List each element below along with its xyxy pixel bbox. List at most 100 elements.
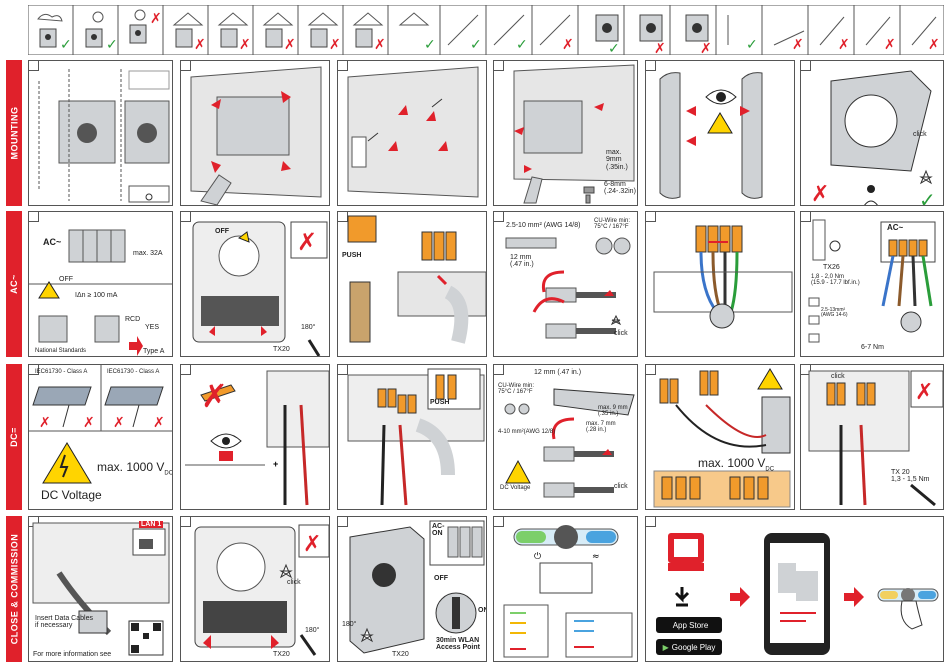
push-label: PUSH xyxy=(342,252,362,259)
dc-push-label: PUSH xyxy=(430,399,450,406)
screw-depth-label: max. 9mm (.35in.) xyxy=(606,149,628,171)
svg-text:✗: ✗ xyxy=(374,37,386,53)
dc-max9-label: max. 9 mm (.35 in.) xyxy=(598,405,628,418)
dc-step-6: ✗ TX 20 1,3 - 1,5 Nm click xyxy=(800,364,944,510)
ac-step-5 xyxy=(645,211,795,357)
svg-text:✓: ✓ xyxy=(470,37,482,53)
torque-label-2: 6-7 Nm xyxy=(861,344,884,351)
click-label-5: click xyxy=(287,579,301,586)
dc-tx20-label: TX 20 1,3 - 1,5 Nm xyxy=(891,469,930,484)
dc-step-5: max. 1000 VDC xyxy=(645,364,795,510)
ac-strip-label: 12 mm (.47 in.) xyxy=(510,254,534,269)
rotate-180-label: 180° xyxy=(301,324,316,331)
click-label-4: click xyxy=(831,373,845,380)
ac-label-2: AC~ xyxy=(887,223,904,232)
section-close-label: CLOSE & COMMISSION xyxy=(6,516,22,662)
close-step-3: AC- ON OFF ON 30min WLAN Access Point TX… xyxy=(337,516,487,662)
torque-label-1: 1,8 - 2,0 Nm (15.9 - 17.7 lbf.in.) xyxy=(811,274,860,287)
screw-diameter-label: 6-8mm (.24-.32in) xyxy=(604,181,636,196)
off-label: OFF xyxy=(59,276,73,283)
section-dc-label: DC= xyxy=(6,364,22,510)
close-step-5: App Store ▶Google Play xyxy=(645,516,944,662)
click-label: click xyxy=(913,131,927,138)
mount-step-6: ✗ ✓ click xyxy=(800,60,944,206)
small-wire-label: 2.5-13mm² (AWG 14-6) xyxy=(821,307,848,319)
type-a-label: Type A xyxy=(143,348,165,355)
dc-max-voltage-label: max. 1000 VDC xyxy=(97,460,173,477)
svg-text:✗: ✗ xyxy=(194,37,206,53)
dc-max-voltage-label-2: max. 1000 VDC xyxy=(698,456,775,473)
svg-text:✓: ✓ xyxy=(60,37,72,53)
ac-step-2: ✗ OFF TX20 180° xyxy=(180,211,330,357)
svg-text:✗: ✗ xyxy=(297,228,317,256)
svg-text:✗: ✗ xyxy=(915,380,933,405)
app-store-badge[interactable]: App Store xyxy=(656,617,722,633)
svg-text:✗: ✗ xyxy=(113,415,125,431)
mount-step-1 xyxy=(28,60,173,206)
dc-voltage-label: DC Voltage xyxy=(41,488,102,502)
close-step-1: LAN 1 Insert Data Cables if necessary Fo… xyxy=(28,516,173,662)
lan-label: LAN 1 xyxy=(139,521,164,529)
svg-text:✗: ✗ xyxy=(928,37,940,53)
ac-step-6: AC~ TX26 1,8 - 2,0 Nm (15.9 - 17.7 lbf.i… xyxy=(800,211,944,357)
svg-text:✓: ✓ xyxy=(516,37,528,53)
svg-text:✗: ✗ xyxy=(201,377,228,415)
ac-step-4: 2.5-10 mm² (AWG 14/8) CU-Wire min: 75°C … xyxy=(493,211,638,357)
dc-max7-label: max. 7 mm (.28 in.) xyxy=(586,421,616,434)
svg-text:✓: ✓ xyxy=(106,37,118,53)
dc-cu-wire-label: CU-Wire min: 75°C / 167°F xyxy=(498,383,534,396)
svg-text:✗: ✗ xyxy=(654,41,666,55)
dc-step-4: 12 mm (.47 in.) CU-Wire min: 75°C / 167°… xyxy=(493,364,638,510)
environment-icons-strip: ✓✓✗ ✗✗✗ ✗✗✓ ✓✓✗ ✓✗✗ ✓✗✗ ✗✗ xyxy=(28,5,944,55)
svg-text:✗: ✗ xyxy=(700,41,712,55)
svg-text:⏻: ⏻ xyxy=(534,551,541,562)
google-play-label: Google Play xyxy=(671,642,716,652)
yes-label: YES xyxy=(145,324,160,331)
tx20-label-3: TX20 xyxy=(392,651,409,658)
app-store-label: App Store xyxy=(672,620,709,630)
mount-step-3 xyxy=(337,60,487,206)
more-info-label: For more information see xyxy=(33,651,112,658)
tx20-label-2: TX20 xyxy=(273,651,290,658)
svg-text:✗: ✗ xyxy=(303,532,321,557)
off-switch-label: OFF xyxy=(215,228,229,235)
dc-strip-label: 12 mm (.47 in.) xyxy=(534,369,582,376)
tx20-label: TX20 xyxy=(273,346,290,353)
ac-step-1: AC~ OFF max. 32A IΔn ≥ 100 mA RCD YES Ty… xyxy=(28,211,173,357)
svg-text:✗: ✗ xyxy=(39,415,51,431)
dc-step-2: ✗ + xyxy=(180,364,330,510)
ac-on-label: AC- ON xyxy=(432,523,445,538)
svg-text:✗: ✗ xyxy=(150,11,162,27)
close-step-4: ⏻ ≈ xyxy=(493,516,638,662)
dc-voltage-small-label: DC Voltage xyxy=(500,485,531,491)
national-standards-label: National Standards xyxy=(35,348,87,354)
max-32a-label: max. 32A xyxy=(133,250,163,257)
svg-text:✗: ✗ xyxy=(811,182,829,206)
play-icon: ▶ xyxy=(662,642,669,652)
svg-text:≈: ≈ xyxy=(592,552,600,562)
mount-step-5 xyxy=(645,60,795,206)
dc-step-1: ✗ ✗ ✗ ✗ IEC61730 - Class A IEC61730 - Cl… xyxy=(28,364,173,510)
google-play-badge[interactable]: ▶Google Play xyxy=(656,639,722,655)
svg-text:✓: ✓ xyxy=(424,37,436,53)
svg-text:✓: ✓ xyxy=(608,41,620,55)
iec-label-1: IEC61730 - Class A xyxy=(35,369,88,375)
tx26-label: TX26 xyxy=(823,264,840,271)
ac-step-3: PUSH xyxy=(337,211,487,357)
ac-cu-wire-label: CU-Wire min: 75°C / 167°F xyxy=(594,218,630,231)
rotate-180-label-3: 180° xyxy=(342,621,357,628)
ac-label: AC~ xyxy=(43,237,62,247)
click-label-2: click xyxy=(614,330,628,337)
svg-text:✗: ✗ xyxy=(884,37,896,53)
off-label-2: OFF xyxy=(434,575,448,582)
section-ac-label: AC~ xyxy=(6,211,22,357)
click-label-3: click xyxy=(614,483,628,490)
close-step-2: ✗ TX20 180° click xyxy=(180,516,330,662)
svg-text:✗: ✗ xyxy=(239,37,251,53)
on-label: ON xyxy=(478,607,486,614)
wlan-label: 30min WLAN Access Point xyxy=(436,637,480,652)
svg-text:+: + xyxy=(273,459,278,469)
svg-text:✗: ✗ xyxy=(284,37,296,53)
svg-text:✗: ✗ xyxy=(838,37,850,53)
rcd-label: RCD xyxy=(125,316,141,323)
